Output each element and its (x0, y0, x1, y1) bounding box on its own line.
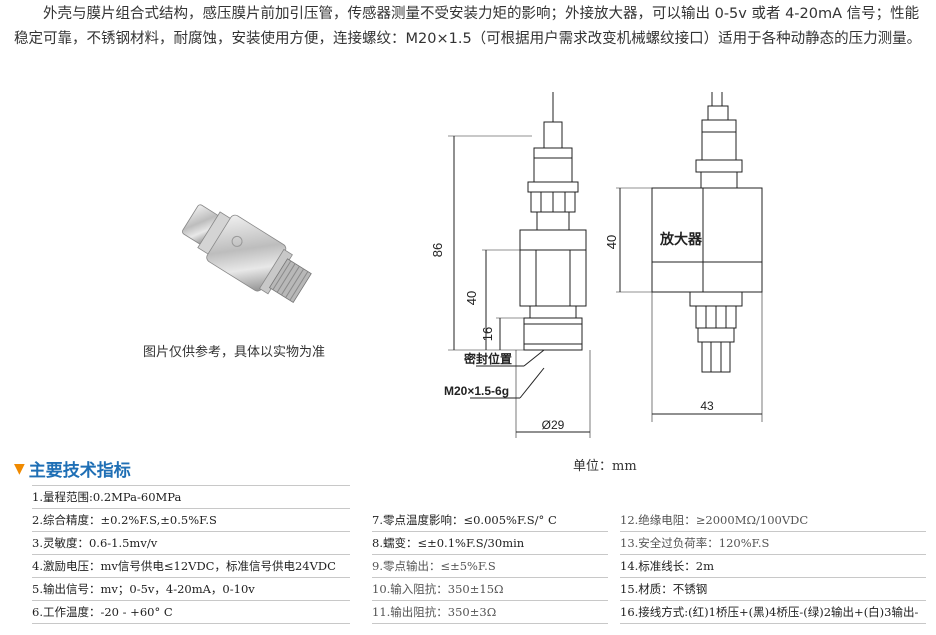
spec-item: 5.输出信号：mv；0-5v，4-20mA，0-10v (32, 579, 350, 601)
spec-item: 1.量程范围:0.2MPa-60MPa (32, 487, 350, 509)
spec-item: 16.接线方式:(红)1桥压+(黑)4桥压-(绿)2输出+(白)3输出- (620, 602, 926, 624)
unit-label: 单位：mm (573, 459, 637, 474)
intro-text: 外壳与膜片组合式结构，感压膜片前加引压管，传感器测量不受安装力矩的影响；外接放大… (14, 2, 926, 52)
dim-16-label: 16 (480, 327, 495, 341)
triangle-down-icon: ▼ (14, 460, 25, 477)
spec-item: 7.零点温度影响：≤0.005%F.S/° C (372, 510, 608, 532)
dim-43-label: 43 (700, 399, 714, 413)
dimension-drawing: 86 40 16 密封位置 M20×1.5-6g Ø29 40 放大器 43 (430, 92, 763, 438)
dim-40-left-label: 40 (464, 291, 479, 305)
spec-item: 2.综合精度：±0.2%F.S,±0.5%F.S (32, 510, 350, 532)
spec-item: 15.材质：不锈钢 (620, 579, 926, 601)
spec-top-rule (32, 485, 350, 486)
thread-label: M20×1.5-6g (444, 384, 509, 398)
spec-item: 12.绝缘电阻：≥2000MΩ/100VDC (620, 510, 926, 532)
seal-position-label: 密封位置 (464, 351, 512, 366)
photo-caption: 图片仅供参考，具体以实物为准 (143, 345, 326, 360)
amplifier-label: 放大器 (659, 231, 703, 247)
spec-item: 6.工作温度：-20 - +60° C (32, 602, 350, 624)
spec-item: 3.灵敏度：0.6-1.5mv/v (32, 533, 350, 555)
section-title: ▼ 主要技术指标 (14, 456, 131, 482)
dim-40-right-label: 40 (604, 235, 619, 249)
section-title-text: 主要技术指标 (28, 461, 131, 481)
spec-item: 13.安全过负荷率：120%F.S (620, 533, 926, 555)
spec-item: 8.蠕变：≤±0.1%F.S/30min (372, 533, 608, 555)
spec-item: 14.标准线长：2m (620, 556, 926, 578)
spec-item: 11.输出阻抗：350±3Ω (372, 602, 608, 624)
product-photo (182, 204, 312, 304)
spec-item: 10.输入阻抗：350±15Ω (372, 579, 608, 601)
dim-86-label: 86 (430, 243, 445, 257)
intro-paragraph: 外壳与膜片组合式结构，感压膜片前加引压管，传感器测量不受安装力矩的影响；外接放大… (14, 6, 922, 47)
spec-item: 9.零点输出：≤±5%F.S (372, 556, 608, 578)
spec-item: 4.激励电压：mv信号供电≤12VDC，标准信号供电24VDC (32, 556, 350, 578)
dim-29-label: Ø29 (542, 418, 565, 432)
